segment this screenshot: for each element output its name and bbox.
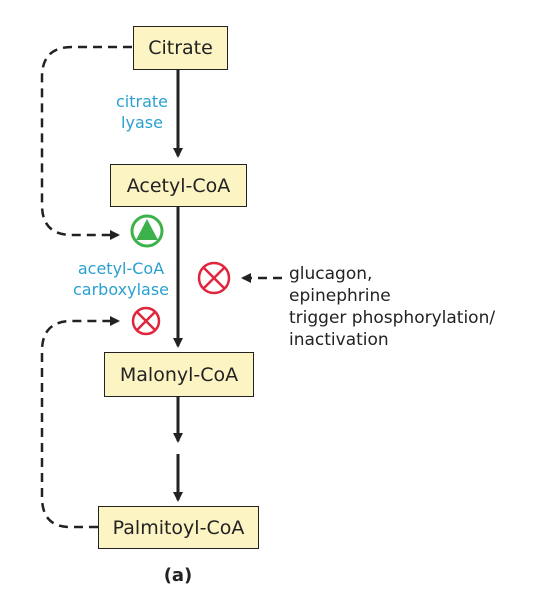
inhibition-symbol-hormones <box>197 261 231 295</box>
enzyme-label-acetyl-coa-carboxylase: acetyl-CoA carboxylase <box>66 258 176 300</box>
activation-symbol <box>130 214 164 248</box>
note-line: glucagon, <box>289 264 373 284</box>
citrate-box: Citrate <box>133 26 228 70</box>
enzyme-label-citrate-lyase: citrate lyase <box>112 91 172 133</box>
acetyl-coa-box: Acetyl-CoA <box>110 164 247 207</box>
enzyme-label-line: lyase <box>121 113 163 132</box>
figure-caption: (a) <box>163 565 193 586</box>
inhibition-symbol-carboxylase <box>131 306 161 336</box>
note-line: inactivation <box>289 330 389 350</box>
enzyme-label-line: carboxylase <box>73 280 169 299</box>
malonyl-coa-box: Malonyl-CoA <box>104 352 254 397</box>
note-line: trigger phosphorylation/ <box>289 308 496 328</box>
dashed-arrow-palmitoylcoa-inhibition <box>40 316 120 529</box>
palmitoyl-coa-box: Palmitoyl-CoA <box>98 506 259 549</box>
note-line: epinephrine <box>289 286 391 306</box>
enzyme-label-line: acetyl-CoA <box>77 259 165 278</box>
hormone-regulation-note: glucagon, epinephrine trigger phosphoryl… <box>289 263 495 351</box>
dashed-arrow-citrate-activation <box>40 45 132 240</box>
enzyme-label-line: citrate <box>115 92 168 111</box>
